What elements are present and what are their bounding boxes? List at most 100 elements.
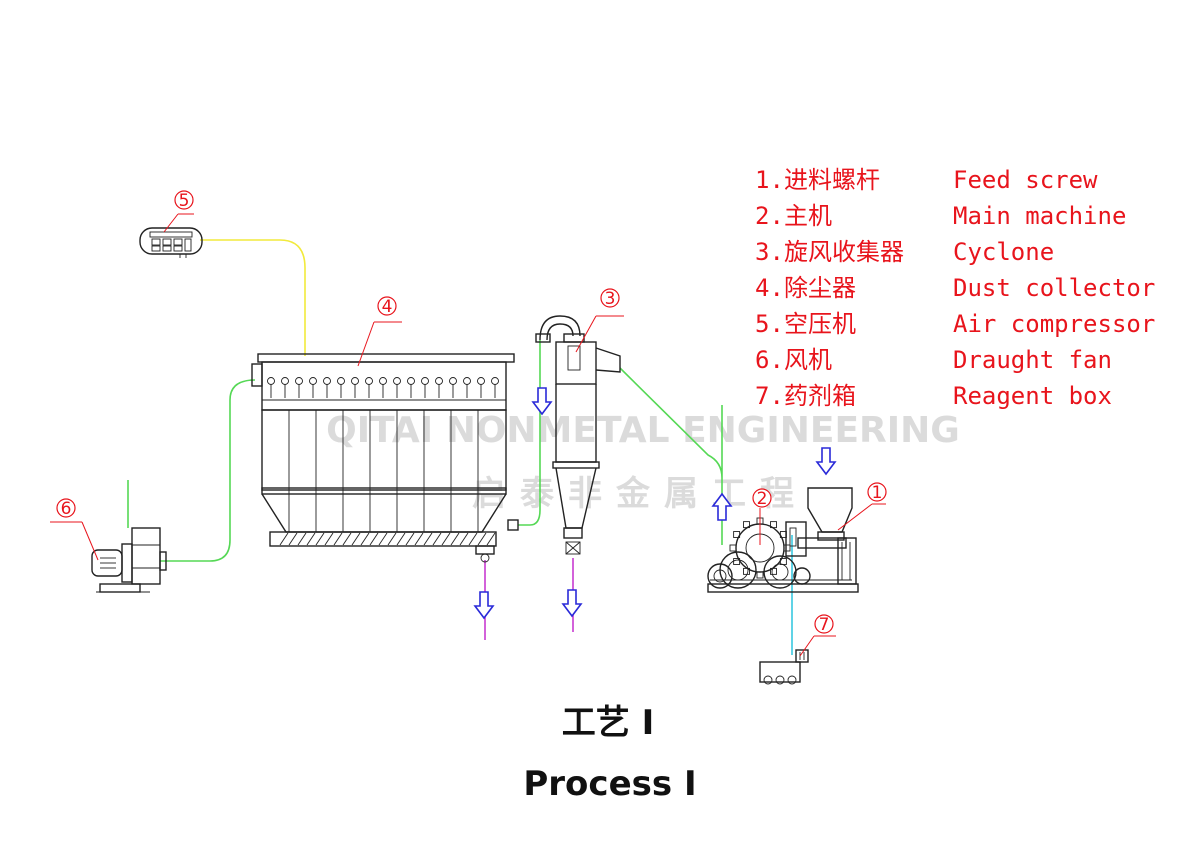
callout-5-label: 5 <box>179 191 190 211</box>
flow-arrow-down-feed-inlet <box>815 447 837 476</box>
legend-item-chinese: 主机 <box>784 202 832 230</box>
legend-item: 5. 空压机 Air compressor <box>755 310 1155 338</box>
cyclone-to-collector-pipe <box>518 340 541 526</box>
screw-flight <box>306 532 316 546</box>
screw-flight <box>414 532 424 546</box>
legend-item: 1. 进料螺杆 Feed screw <box>755 166 1098 194</box>
gear-tooth <box>783 544 791 552</box>
screw-flight <box>297 532 307 546</box>
gear-tooth <box>733 558 741 565</box>
screw-flight <box>360 532 370 546</box>
pulse-valve <box>337 377 345 385</box>
flow-arrow-up-mill-outlet <box>711 492 733 521</box>
screw-flight <box>288 532 298 546</box>
pulse-valve <box>267 377 275 385</box>
pulse-valve <box>309 377 317 385</box>
screw-flight <box>378 532 388 546</box>
pulse-valve <box>491 377 499 385</box>
legend-item: 2. 主机 Main machine <box>755 202 1126 230</box>
title-chinese: 工艺 I <box>562 703 655 743</box>
pulse-valve <box>295 377 303 385</box>
callout-2: 2 <box>752 488 772 545</box>
legend-item-english: Reagent box <box>953 382 1112 410</box>
cyclone <box>535 315 621 555</box>
pulse-valve <box>379 377 387 385</box>
legend-item-english: Feed screw <box>953 166 1098 194</box>
pulse-valve <box>477 377 485 385</box>
flow-arrow-down-cyclone-product <box>561 589 583 618</box>
legend-item-english: Cyclone <box>953 238 1054 266</box>
gear-tooth <box>743 521 750 529</box>
pulse-valve <box>351 377 359 385</box>
gear-tooth <box>770 567 777 575</box>
pulse-valve <box>393 377 401 385</box>
legend-item-chinese: 旋风收集器 <box>784 238 904 266</box>
gear-tooth <box>756 571 764 579</box>
screw-flight <box>468 532 478 546</box>
legend-item-chinese: 进料螺杆 <box>784 166 880 194</box>
screw-flight <box>342 532 352 546</box>
screw-flight <box>405 532 415 546</box>
gear-tooth <box>779 558 787 565</box>
legend: 1. 进料螺杆 Feed screw 2. 主机 Main machine 3.… <box>755 166 1155 410</box>
legend-item-chinese: 风机 <box>784 346 832 374</box>
gear-tooth <box>770 521 777 529</box>
callout-6: 6 <box>50 498 99 561</box>
legend-item-number: 3. <box>755 238 784 266</box>
callout-1-label: 1 <box>872 483 883 503</box>
screw-flight <box>351 532 361 546</box>
callout-3-label: 3 <box>605 289 616 309</box>
legend-item-number: 5. <box>755 310 784 338</box>
legend-item: 3. 旋风收集器 Cyclone <box>755 238 1054 266</box>
legend-item-english: Dust collector <box>953 274 1155 302</box>
callout-6-label: 6 <box>61 499 72 519</box>
main-machine <box>707 517 859 593</box>
pulse-valve <box>435 377 443 385</box>
callout-1: 1 <box>837 482 887 531</box>
legend-item-english: Draught fan <box>953 346 1112 374</box>
callout-7: 7 <box>799 614 836 657</box>
callout-4: 4 <box>357 296 402 367</box>
callout-4-label: 4 <box>382 297 393 317</box>
screw-flight <box>486 532 496 546</box>
legend-item-english: Air compressor <box>953 310 1155 338</box>
screw-flight <box>459 532 469 546</box>
mill-to-cyclone-pipe <box>619 367 723 545</box>
draught-fan <box>91 527 167 593</box>
callout-7-label: 7 <box>819 615 830 635</box>
pulse-valve <box>323 377 331 385</box>
watermark-english: QITAI NONMETAL ENGINEERING <box>326 410 960 451</box>
legend-item: 4. 除尘器 Dust collector <box>755 274 1155 302</box>
feed-screw <box>797 487 857 585</box>
legend-item: 6. 风机 Draught fan <box>755 346 1112 374</box>
legend-item-chinese: 空压机 <box>784 310 856 338</box>
pulse-valve <box>449 377 457 385</box>
gear-tooth <box>743 567 750 575</box>
legend-item-number: 7. <box>755 382 784 410</box>
callout-2-label: 2 <box>757 489 768 509</box>
screw-flight <box>423 532 433 546</box>
pulse-valve <box>407 377 415 385</box>
screw-flight <box>333 532 343 546</box>
screw-flight <box>279 532 289 546</box>
screw-flight <box>315 532 325 546</box>
pulse-valve <box>281 377 289 385</box>
title-english: Process I <box>523 764 696 804</box>
pulse-valve <box>421 377 429 385</box>
air-compressor <box>139 227 203 258</box>
air-pipe <box>200 239 306 356</box>
screw-flight <box>432 532 442 546</box>
legend-item-number: 2. <box>755 202 784 230</box>
legend-item-chinese: 除尘器 <box>784 274 856 302</box>
flow-arrow-down-collector-product <box>473 591 495 620</box>
watermark-chinese: 启泰非金属工程 <box>472 474 808 514</box>
screw-flight <box>324 532 334 546</box>
screw-flight <box>369 532 379 546</box>
flow-arrow-down-cyclone-outlet <box>531 387 553 416</box>
legend-item-english: Main machine <box>953 202 1126 230</box>
legend-item-chinese: 药剂箱 <box>784 382 856 410</box>
fan-gas-pipe <box>160 379 256 562</box>
callout-3: 3 <box>575 288 624 353</box>
legend-item-number: 4. <box>755 274 784 302</box>
screw-flight <box>387 532 397 546</box>
